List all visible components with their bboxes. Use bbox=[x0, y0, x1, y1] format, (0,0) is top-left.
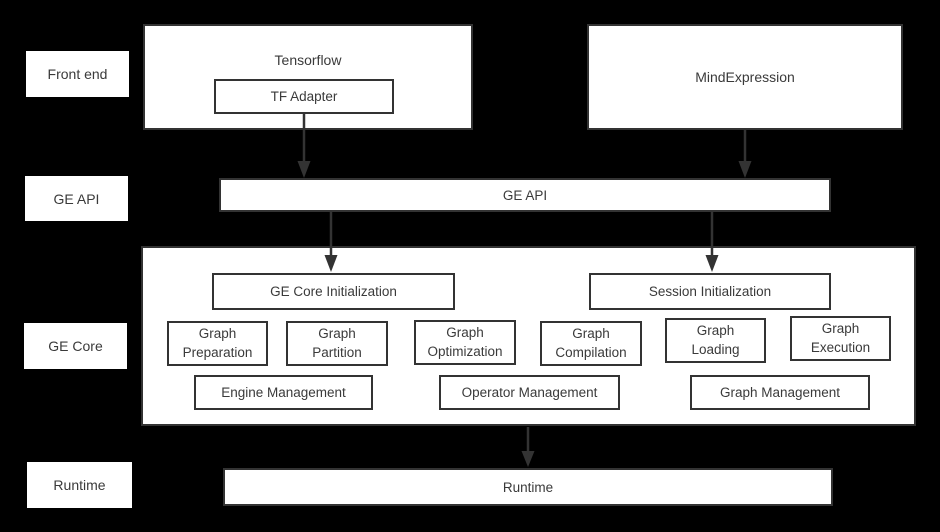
module-graph-execution: Graph Execution bbox=[790, 316, 891, 361]
arrow-mindexpression-to-ge-api bbox=[738, 130, 752, 178]
tensorflow-box: Tensorflow bbox=[143, 24, 473, 130]
graph-management-box: Graph Management bbox=[690, 375, 870, 410]
layer-label-front-end: Front end bbox=[26, 51, 129, 97]
ge-core-initialization-box: GE Core Initialization bbox=[212, 273, 455, 310]
module-graph-loading: Graph Loading bbox=[665, 318, 766, 363]
module-graph-preparation: Graph Preparation bbox=[167, 321, 268, 366]
module-graph-partition: Graph Partition bbox=[286, 321, 388, 366]
arrow-ge-core-to-runtime bbox=[521, 427, 535, 467]
layer-label-runtime: Runtime bbox=[27, 462, 132, 508]
module-graph-optimization: Graph Optimization bbox=[414, 320, 516, 365]
module-graph-compilation: Graph Compilation bbox=[540, 321, 642, 366]
layer-label-ge-core: GE Core bbox=[24, 323, 127, 369]
ge-api-bar: GE API bbox=[219, 178, 831, 212]
mindexpression-box: MindExpression bbox=[587, 24, 903, 130]
tensorflow-label: Tensorflow bbox=[274, 52, 342, 68]
layer-label-ge-api: GE API bbox=[25, 176, 128, 221]
tf-adapter-box: TF Adapter bbox=[214, 79, 394, 114]
engine-management-box: Engine Management bbox=[194, 375, 373, 410]
operator-management-box: Operator Management bbox=[439, 375, 620, 410]
runtime-bar: Runtime bbox=[223, 468, 833, 506]
session-initialization-box: Session Initialization bbox=[589, 273, 831, 310]
